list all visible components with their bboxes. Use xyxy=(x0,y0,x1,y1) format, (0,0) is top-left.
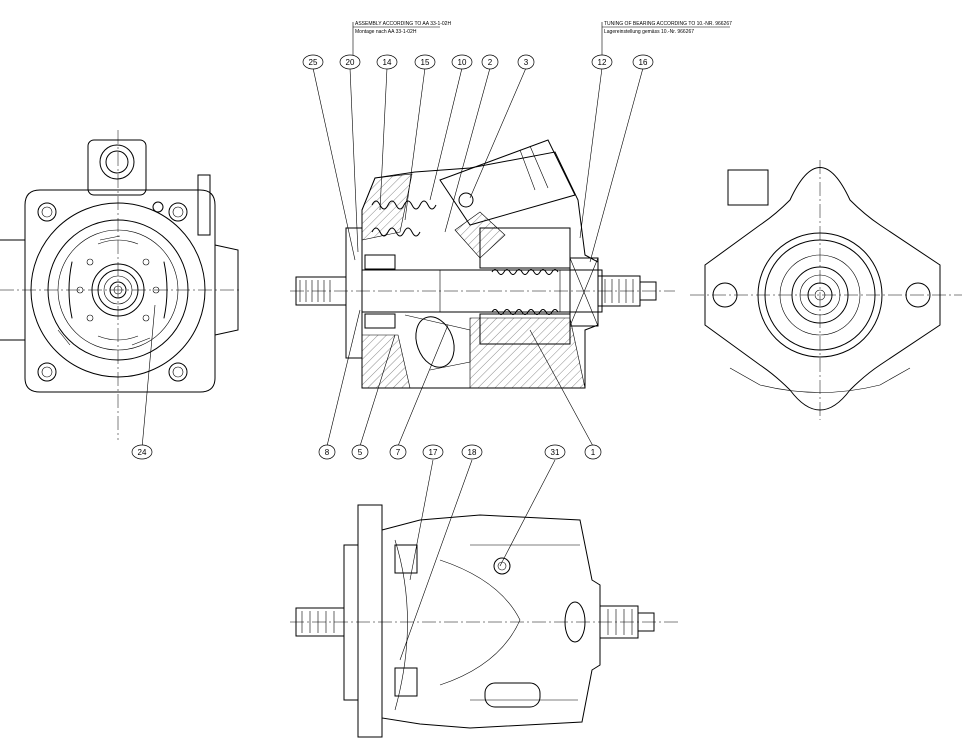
balloon-20-label: 20 xyxy=(346,58,355,67)
section-view xyxy=(290,139,675,389)
balloon-8: 8 xyxy=(318,444,336,460)
bearing-note-de: Lagereinstellung gemäss 10.-Nr. 966267 xyxy=(604,29,694,35)
balloon-15: 15 xyxy=(414,54,436,70)
balloon-25-label: 25 xyxy=(309,58,318,67)
balloon-14: 14 xyxy=(376,54,398,70)
rear-view xyxy=(690,160,962,420)
side-view xyxy=(290,504,680,738)
balloon-17-label: 17 xyxy=(429,448,438,457)
assembly-note: ASSEMBLY ACCORDING TO AA 33-1-02H Montag… xyxy=(352,21,451,58)
balloon-2: 2 xyxy=(481,54,499,70)
balloon-15-label: 15 xyxy=(421,58,430,67)
balloon-10: 10 xyxy=(451,54,473,70)
balloon-24-label: 24 xyxy=(138,448,147,457)
leader-lines xyxy=(312,67,644,661)
balloon-18-label: 18 xyxy=(468,448,477,457)
balloon-7: 7 xyxy=(389,444,407,460)
balloon-8-label: 8 xyxy=(325,448,330,457)
balloon-25: 25 xyxy=(302,54,324,70)
assembly-note-de: Montage nach AA 33-1-02H xyxy=(355,29,417,35)
balloon-31-label: 31 xyxy=(551,448,560,457)
balloon-2-label: 2 xyxy=(488,58,493,67)
balloon-12: 12 xyxy=(591,54,613,70)
balloon-18: 18 xyxy=(461,444,483,460)
bearing-note-en: TUNING OF BEARING ACCORDING TO 10.-NR. 9… xyxy=(604,21,732,27)
balloon-5: 5 xyxy=(351,444,369,460)
balloon-7-label: 7 xyxy=(396,448,401,457)
balloon-20: 20 xyxy=(339,54,361,70)
balloon-1: 1 xyxy=(584,444,602,460)
balloon-3-label: 3 xyxy=(524,58,529,67)
bearing-note: TUNING OF BEARING ACCORDING TO 10.-NR. 9… xyxy=(601,21,732,58)
balloon-5-label: 5 xyxy=(358,448,363,457)
balloon-3: 3 xyxy=(517,54,535,70)
balloon-10-label: 10 xyxy=(458,58,467,67)
balloon-16: 16 xyxy=(632,54,654,70)
balloon-31: 31 xyxy=(544,444,566,460)
assembly-note-en: ASSEMBLY ACCORDING TO AA 33-1-02H xyxy=(355,21,451,27)
balloon-24: 24 xyxy=(131,444,153,460)
balloon-17: 17 xyxy=(422,444,444,460)
balloon-16-label: 16 xyxy=(639,58,648,67)
balloon-14-label: 14 xyxy=(383,58,392,67)
balloon-12-label: 12 xyxy=(598,58,607,67)
balloon-1-label: 1 xyxy=(591,448,596,457)
front-view xyxy=(0,130,240,440)
